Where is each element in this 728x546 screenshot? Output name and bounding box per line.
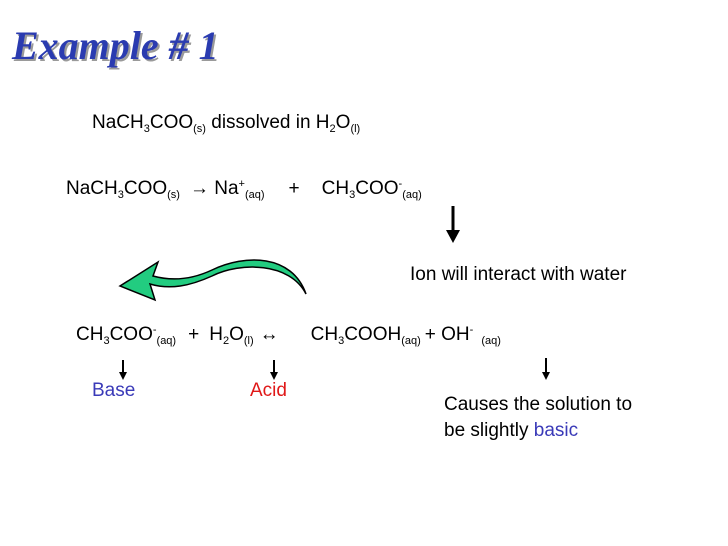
basic-word: basic	[533, 420, 579, 441]
conclusion-note: Causes the solution to be slightly basic	[444, 394, 633, 441]
page-title: Example # 1	[12, 23, 219, 68]
down-arrow-icon	[119, 360, 127, 380]
acid-label: Acid	[250, 380, 287, 401]
curved-arrow-icon	[118, 259, 307, 302]
dissolution-statement: NaCH3COO(s) dissolved in H2O(l)	[92, 112, 361, 135]
base-label: Base	[92, 380, 136, 401]
ion-note: Ion will interact with water	[410, 264, 627, 285]
down-arrow-icon	[446, 206, 460, 243]
dissociation-equation: NaCH3COO(s)→ Na+(aq)+CH3COO-(aq)	[66, 178, 422, 201]
hydrolysis-equation: CH3COO-(aq)+H2O(l)↔CH3COOH(aq)+ OH-(aq)	[76, 324, 501, 347]
down-arrow-icon	[270, 360, 278, 380]
down-arrow-icon	[542, 358, 550, 380]
